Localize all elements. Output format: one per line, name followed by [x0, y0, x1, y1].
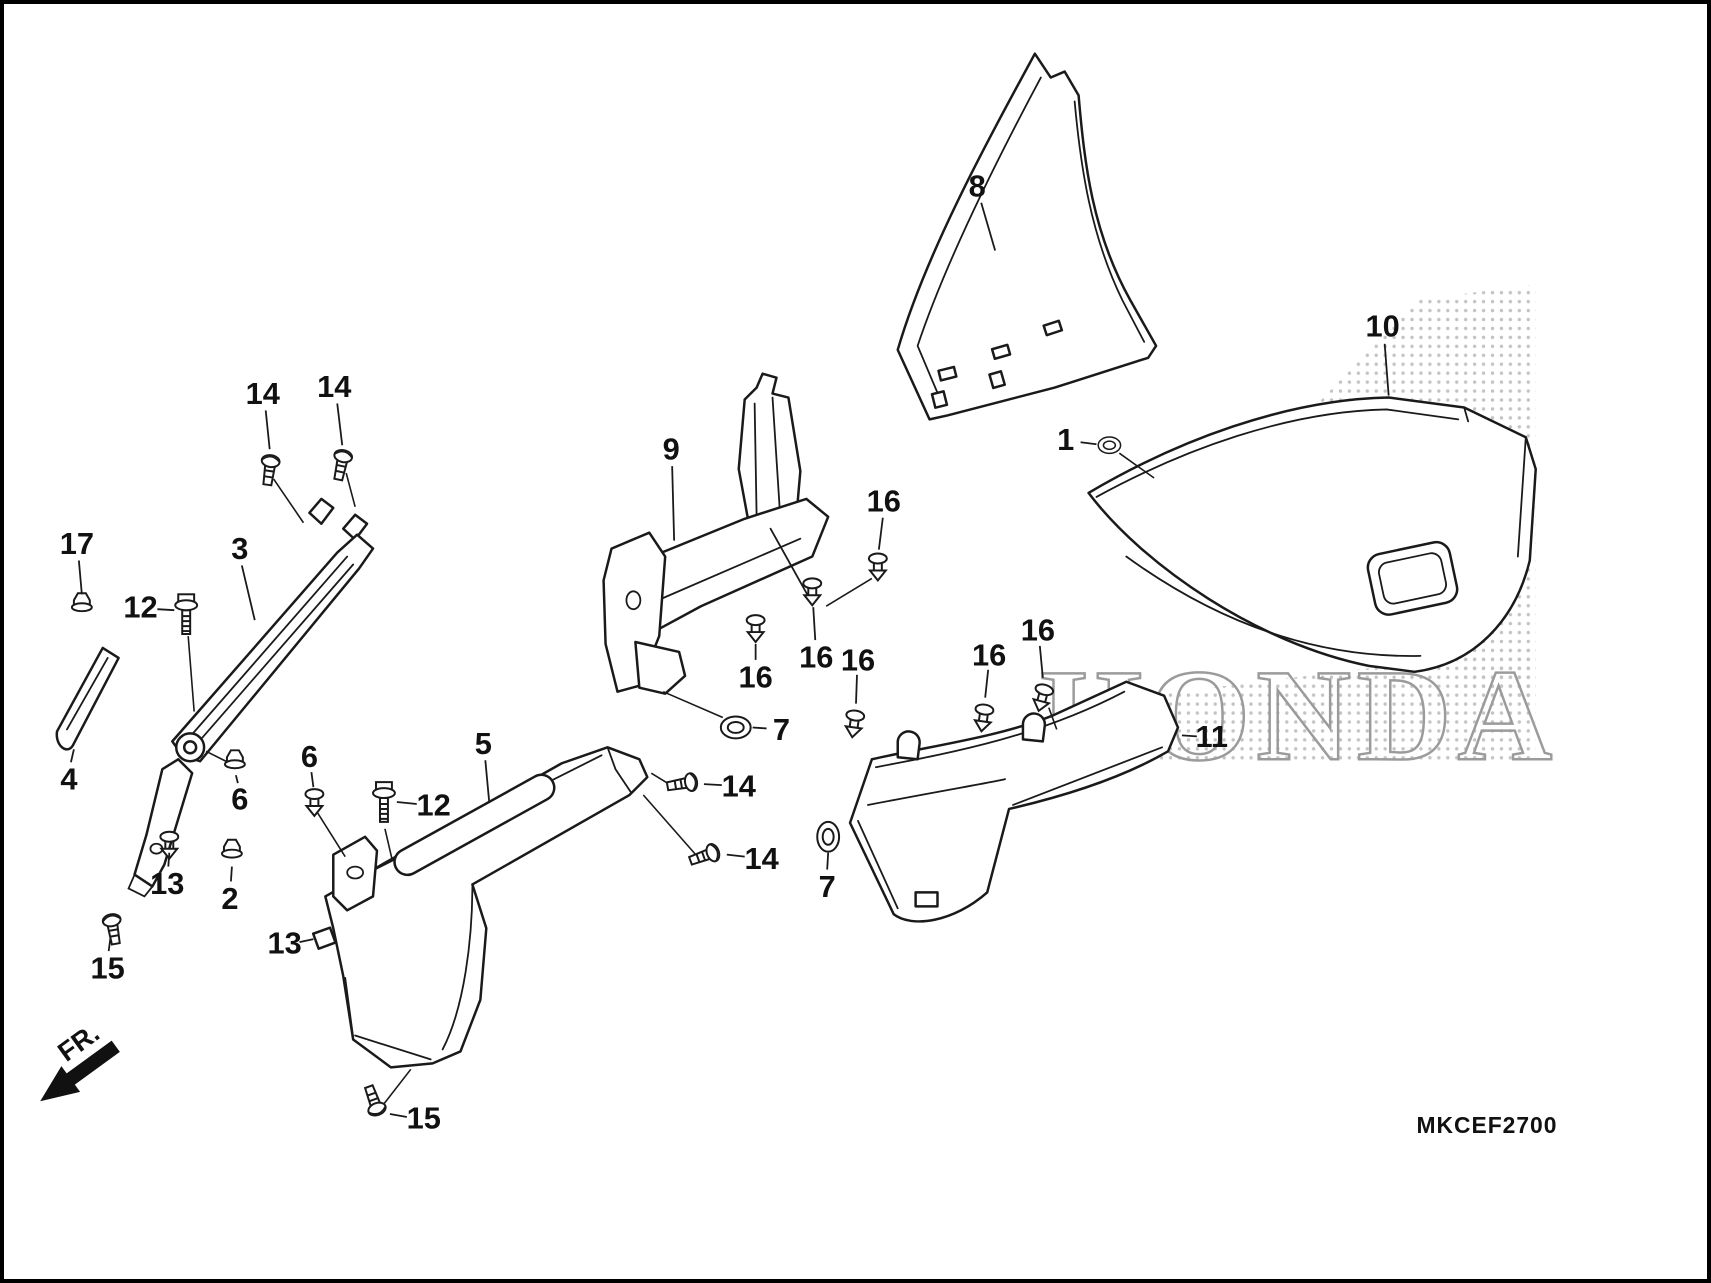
callout-6: 6	[301, 739, 318, 774]
diagram-canvas: HONDA	[40, 52, 1557, 1138]
callout-leader-14	[336, 403, 344, 446]
hardware-layer	[70, 436, 1122, 1119]
callout-leader-12	[396, 801, 417, 805]
callout-leader-3	[240, 565, 256, 621]
screw-15-b	[359, 1082, 389, 1119]
callout-leader-10	[1383, 343, 1390, 396]
part-4-trim-strip	[55, 646, 120, 751]
callout-leader-12	[157, 608, 175, 612]
callout-12: 12	[123, 590, 157, 625]
nut-17	[70, 592, 93, 613]
callout-leader-6	[235, 774, 239, 784]
callout-17: 17	[60, 526, 94, 561]
callout-leader-7	[826, 852, 830, 870]
callout-2: 2	[221, 881, 238, 916]
parts-layer	[55, 52, 1537, 1069]
callout-leader-13	[167, 852, 171, 867]
callout-leader-14	[703, 783, 722, 786]
callout-leader-16	[1038, 645, 1044, 678]
callout-leader-9	[671, 466, 676, 541]
clip-6-a	[304, 788, 325, 817]
clip-16-d	[842, 708, 866, 740]
callout-16: 16	[1021, 613, 1055, 648]
bolt-12-a	[174, 593, 199, 636]
callout-15: 15	[407, 1101, 441, 1136]
callout-11: 11	[1195, 719, 1228, 754]
part-8-pillar-cover	[896, 52, 1158, 421]
screw-14-a	[257, 452, 282, 487]
grommet-1	[1097, 436, 1122, 455]
callout-7: 7	[819, 869, 836, 904]
callout-15: 15	[91, 950, 125, 985]
clip-16-a	[867, 552, 888, 582]
connection-lines	[187, 452, 1155, 1106]
callout-3: 3	[231, 531, 248, 566]
callout-10: 10	[1366, 308, 1400, 343]
callout-leader-16	[855, 674, 858, 704]
callout-leader-8	[980, 202, 996, 251]
callout-leader-16	[877, 517, 884, 550]
grommet-7-b	[816, 820, 841, 853]
callout-leader-2	[230, 866, 233, 882]
clip-16-e	[971, 702, 996, 734]
fr-indicator: FR.	[40, 1018, 120, 1102]
nut-2	[220, 838, 243, 859]
callout-leader-1	[1080, 441, 1097, 446]
nut-6-b	[223, 749, 246, 770]
clip-16-b	[745, 614, 766, 643]
callout-13: 13	[150, 866, 184, 901]
part-10-side-cover	[1087, 396, 1537, 674]
callout-14: 14	[317, 369, 351, 404]
callout-leader-5	[484, 760, 491, 804]
clip-13-b	[311, 926, 337, 950]
callout-16: 16	[799, 639, 833, 674]
part-9-center-bracket	[602, 372, 830, 695]
callout-9: 9	[663, 432, 680, 467]
callout-14: 14	[722, 769, 756, 804]
callout-leader-4	[70, 749, 75, 763]
screw-14-b	[328, 447, 355, 483]
callout-leader-14	[726, 853, 745, 858]
callout-leader-17	[77, 560, 83, 595]
wing-halftone-lower	[1096, 647, 1536, 764]
callout-leader-16	[984, 669, 990, 698]
screw-15-a	[100, 911, 126, 947]
callout-14: 14	[246, 376, 280, 411]
callout-leader-14	[264, 410, 271, 450]
callout-13: 13	[267, 926, 301, 961]
callout-16: 16	[972, 637, 1006, 672]
callout-leader-15	[389, 1113, 407, 1118]
callout-16: 16	[867, 483, 901, 518]
callout-leader-16	[812, 607, 817, 641]
callout-5: 5	[475, 726, 492, 761]
callout-16: 16	[738, 659, 772, 694]
callout-14: 14	[744, 841, 778, 876]
screw-14-c	[664, 771, 700, 797]
callout-leader-11	[1181, 734, 1197, 738]
callout-16: 16	[841, 642, 875, 677]
fr-arrow-icon	[40, 1040, 120, 1102]
callout-4: 4	[60, 762, 77, 797]
callout-6: 6	[231, 782, 248, 817]
callout-leader-7	[752, 726, 767, 730]
callout-12: 12	[417, 787, 451, 822]
part-11-lower-cover	[848, 680, 1180, 923]
callout-leader-6	[310, 772, 315, 788]
callout-leader-15	[107, 936, 112, 952]
callout-leader-13	[299, 938, 314, 943]
screw-14-d	[686, 841, 723, 871]
grommet-7-a	[719, 715, 752, 740]
callout-8: 8	[969, 168, 986, 203]
bolt-12-b	[372, 781, 396, 823]
callout-1: 1	[1057, 422, 1074, 457]
diagram-code: MKCEF2700	[1416, 1112, 1557, 1138]
callout-7: 7	[773, 712, 790, 747]
part-3-pillar-rail	[127, 497, 375, 898]
